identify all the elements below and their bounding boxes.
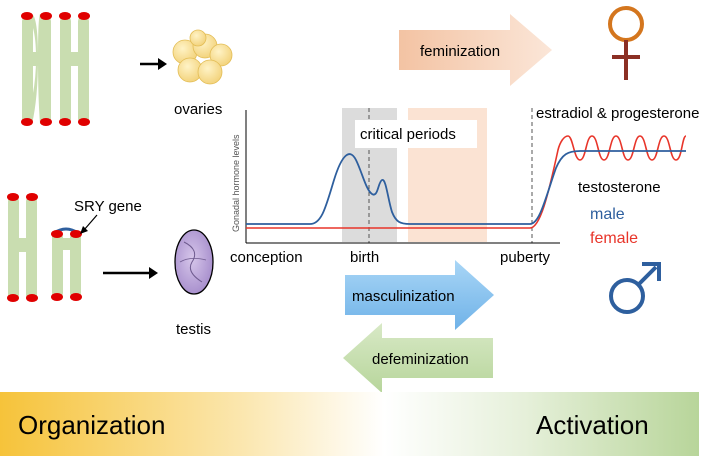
ovaries-label: ovaries — [174, 101, 222, 118]
xx-chromosome-icon — [21, 12, 90, 126]
testis-icon — [174, 229, 214, 295]
birth-tick-label: birth — [350, 249, 379, 266]
activation-label: Activation — [536, 410, 649, 440]
testis-label: testis — [176, 321, 211, 338]
testosterone-label: testosterone — [578, 179, 661, 196]
ovary-icon — [172, 29, 233, 85]
puberty-tick-label: puberty — [500, 249, 551, 266]
male-legend-label: male — [590, 206, 625, 223]
organization-label: Organization — [18, 410, 165, 440]
xy-to-testis-arrow — [103, 267, 158, 279]
conception-tick-label: conception — [230, 249, 303, 266]
mars-icon — [609, 262, 661, 314]
estradiol-progesterone-label: estradiol & progesterone — [536, 105, 699, 122]
feminization-label: feminization — [420, 43, 500, 60]
xx-to-ovaries-arrow — [140, 58, 167, 70]
male-hormone-line — [246, 150, 686, 225]
venus-icon — [608, 6, 644, 80]
xy-chromosome-icon — [7, 193, 82, 302]
masculinization-label: masculinization — [352, 288, 455, 305]
defeminization-label: defeminization — [372, 351, 469, 368]
sry-gene-label: SRY gene — [74, 198, 142, 215]
feminization-arrow — [399, 14, 552, 86]
female-hormone-line — [246, 135, 687, 229]
masculinization-arrow — [345, 260, 494, 330]
critical-periods-label: critical periods — [360, 126, 456, 143]
female-legend-label: female — [590, 230, 638, 247]
organization-activation-bar — [0, 392, 699, 456]
defeminization-arrow — [343, 323, 493, 393]
y-axis-label: Gonadal hormone levels — [231, 134, 241, 232]
critical-periods-label-bg — [355, 120, 477, 148]
hormone-chart: critical periods Gonadal hormone levels … — [230, 105, 699, 266]
sry-gene-pointer — [80, 214, 98, 234]
